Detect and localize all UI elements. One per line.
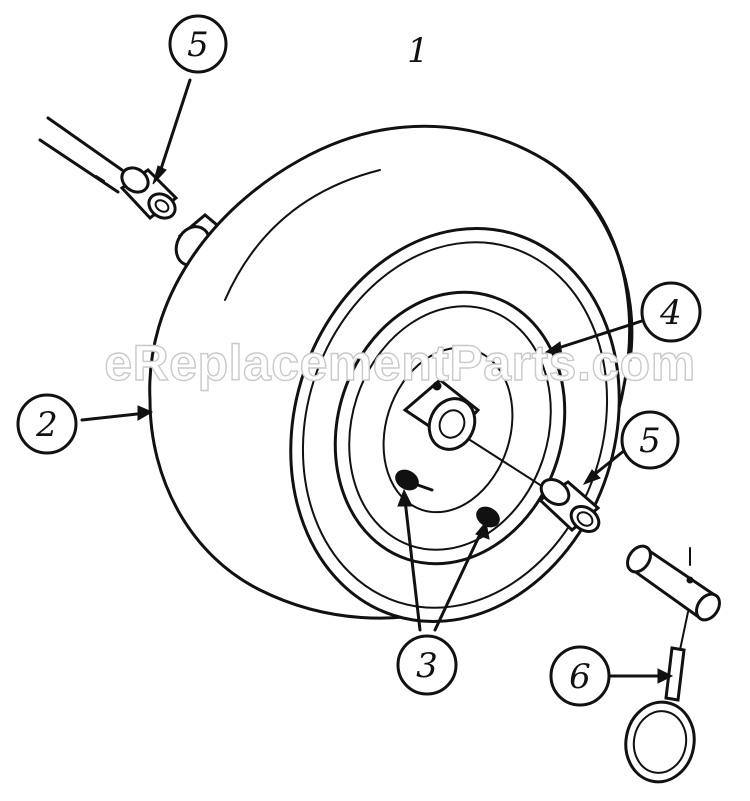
leader-3a bbox=[403, 498, 422, 632]
leader-5-top bbox=[158, 78, 192, 174]
svg-text:5: 5 bbox=[639, 421, 661, 461]
callout-2: 2 bbox=[16, 393, 78, 455]
callout-1: 1 bbox=[407, 31, 429, 71]
svg-text:6: 6 bbox=[569, 657, 591, 697]
bushing-top bbox=[119, 166, 179, 221]
svg-text:5: 5 bbox=[187, 25, 209, 65]
leader-lines bbox=[80, 78, 674, 684]
rim-bolts bbox=[395, 469, 500, 528]
bushing-right bbox=[537, 478, 601, 533]
wheel-hub bbox=[402, 378, 481, 451]
callout-5-top: 5 bbox=[168, 14, 228, 74]
callout-5-right: 5 bbox=[620, 410, 680, 470]
leader-2 bbox=[80, 411, 148, 422]
leader-4 bbox=[550, 318, 647, 352]
axle-shaft bbox=[38, 116, 124, 194]
svg-text:3: 3 bbox=[416, 646, 438, 686]
hitch-pin bbox=[624, 611, 696, 784]
svg-text:4: 4 bbox=[659, 293, 682, 333]
svg-text:1: 1 bbox=[407, 31, 429, 71]
leader-3b bbox=[433, 528, 484, 632]
callout-3: 3 bbox=[396, 634, 458, 696]
callout-6: 6 bbox=[549, 645, 611, 707]
svg-text:2: 2 bbox=[35, 405, 58, 445]
callout-4: 4 bbox=[640, 281, 702, 343]
watermark-text: eReplacementParts.com bbox=[104, 335, 695, 391]
axle-end bbox=[626, 544, 721, 622]
axle-through bbox=[469, 439, 549, 491]
